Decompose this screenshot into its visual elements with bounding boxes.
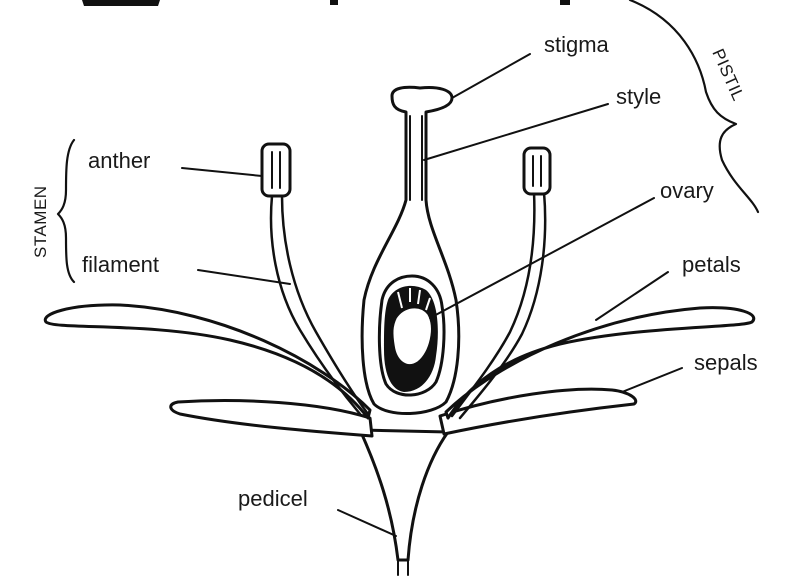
leader-filament <box>197 269 291 285</box>
group-label-pistil: PISTIL <box>708 46 748 104</box>
sepals-shape <box>169 387 638 438</box>
label-pedicel: pedicel <box>238 486 308 511</box>
group-label-stamen: STAMEN <box>31 185 50 258</box>
leader-ovary <box>429 197 655 319</box>
stamen-bracket <box>56 138 76 284</box>
filaments-shape <box>269 190 547 420</box>
leader-anther <box>181 167 263 177</box>
anthers-shape <box>260 142 552 198</box>
leader-pedicel <box>337 509 397 537</box>
label-style: style <box>616 84 661 109</box>
leader-petals <box>595 271 669 321</box>
label-ovary: ovary <box>660 178 714 203</box>
petals-shape <box>43 303 756 420</box>
label-stigma: stigma <box>544 32 610 57</box>
cropped-heading-fragment <box>82 0 570 6</box>
leader-sepals <box>621 367 683 393</box>
pedicel-shape <box>358 428 450 576</box>
label-anther: anther <box>88 148 150 173</box>
label-sepals: sepals <box>694 350 758 375</box>
pistil-shape <box>360 85 461 415</box>
leader-lines <box>181 53 683 537</box>
label-petals: petals <box>682 252 741 277</box>
label-filament: filament <box>82 252 159 277</box>
pistil-bracket <box>628 0 760 214</box>
leader-style <box>423 103 609 161</box>
leader-stigma <box>451 53 531 99</box>
